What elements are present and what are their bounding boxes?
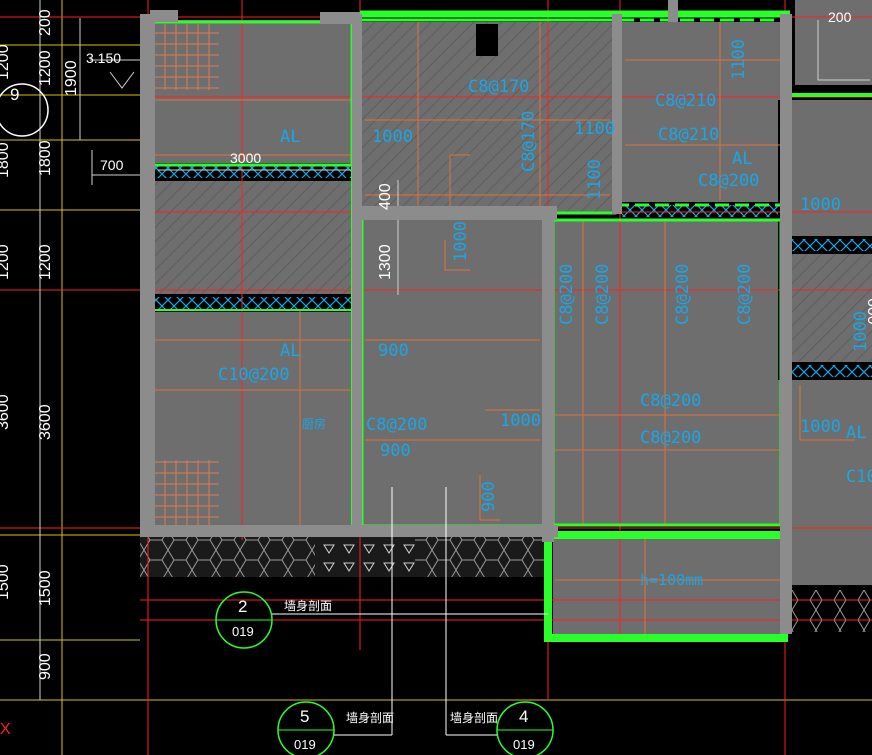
length-label: 900 <box>479 481 499 512</box>
rebar-label: C8@170 <box>468 77 529 97</box>
section-label: 墙身剖面 <box>284 598 332 613</box>
rebar-labels: C8@170 C8@170 C8@210 C8@210 C8@200 C8@20… <box>218 77 872 487</box>
al-tag: AL <box>846 423 866 443</box>
dim-label: 200 <box>37 9 54 36</box>
dim-label: 1500 <box>0 564 12 600</box>
dim-label: 1500 <box>37 570 54 606</box>
rebar-label: C10@200 <box>218 365 290 385</box>
rebar-label: C8@200 <box>673 264 693 325</box>
dim-200: 200 <box>828 9 852 25</box>
section-label: 墙身剖面 <box>450 710 498 725</box>
dim-400: 400 <box>377 183 394 210</box>
al-tag: AL <box>280 341 300 361</box>
length-label: 1000 <box>372 127 413 147</box>
section-number: 4 <box>519 707 528 726</box>
length-label: 1000 <box>451 221 471 262</box>
dim-label: 1800 <box>0 142 12 178</box>
dim-label: 1200 <box>37 50 54 86</box>
columns <box>140 0 792 634</box>
length-label: 900 <box>378 341 409 361</box>
section-callout-4: 4 019 墙身剖面 <box>445 487 554 755</box>
dim-label: 1200 <box>0 44 12 80</box>
dim-label: 1200 <box>0 244 12 280</box>
section-sheet: 019 <box>232 624 254 639</box>
hatched-areas <box>150 22 872 365</box>
length-label: 1100 <box>585 159 605 200</box>
al-tag: AL <box>280 127 300 147</box>
rebar-label: C10 <box>846 467 872 487</box>
length-label: 1000 <box>800 417 841 437</box>
dim-700: 700 <box>100 157 124 173</box>
grid-marker: X <box>0 721 11 738</box>
dim-3000: 3000 <box>230 150 261 166</box>
rebar-label: C8@200 <box>735 264 755 325</box>
al-tag: AL <box>732 149 752 169</box>
room-tag: 厨房 <box>302 416 326 431</box>
length-label: 1000 <box>500 411 541 431</box>
rebar-label: C8@200 <box>698 171 759 191</box>
dim-label: 1200 <box>37 244 54 280</box>
section-sheet: 019 <box>513 737 535 752</box>
rebar-label: C8@210 <box>655 91 716 111</box>
axis-bubble-label: 9 <box>10 85 19 104</box>
dim-lines <box>39 0 870 700</box>
length-label: 1000 <box>851 311 871 352</box>
axis-bubble: 9 <box>0 83 49 137</box>
rebar-label: C8@210 <box>658 125 719 145</box>
dim-label: 1900 <box>63 60 80 96</box>
length-label: 1000 <box>800 195 841 215</box>
section-callout-5: 5 019 墙身剖面 <box>277 487 394 755</box>
rebar-label: C8@200 <box>557 264 577 325</box>
section-callout-2: 2 019 墙身剖面 <box>215 591 548 649</box>
rebar-label: C8@170 <box>519 111 539 172</box>
length-label: 900 <box>380 441 411 461</box>
section-sheet: 019 <box>294 737 316 752</box>
tile-grid-upper <box>153 24 219 90</box>
left-dimension-labels: 200 1200 1900 1800 1200 3600 1500 900 12… <box>0 9 80 680</box>
slab-thickness-note: h=100mm <box>640 571 703 589</box>
dim-label: 3600 <box>37 404 54 440</box>
tile-grid-lower <box>153 460 219 526</box>
balcony-strip <box>140 537 872 632</box>
section-number: 2 <box>238 597 247 616</box>
rebar-length-labels: 1000 1000 1000 1000 1000 1000 1100 1100 … <box>372 39 871 512</box>
rebar-label: C8@200 <box>640 391 701 411</box>
rebar-label: C8@200 <box>366 415 427 435</box>
section-label: 墙身剖面 <box>346 710 394 725</box>
dim-label: 900 <box>37 653 54 680</box>
dim-label: 3600 <box>0 394 12 430</box>
al-tags: AL AL AL AL 厨房 <box>280 127 866 443</box>
dim-1300: 1300 <box>377 244 394 280</box>
dim-label: 1800 <box>37 140 54 176</box>
length-label: 1100 <box>574 119 615 139</box>
elevation-label: 3.150 <box>86 50 121 66</box>
section-number: 5 <box>300 707 309 726</box>
rebar-label: C8@200 <box>593 264 613 325</box>
rebar-label: C8@200 <box>640 428 701 448</box>
length-label: 1100 <box>729 39 749 80</box>
rebar-lines <box>150 22 855 636</box>
dim-600: 600 <box>864 298 872 325</box>
